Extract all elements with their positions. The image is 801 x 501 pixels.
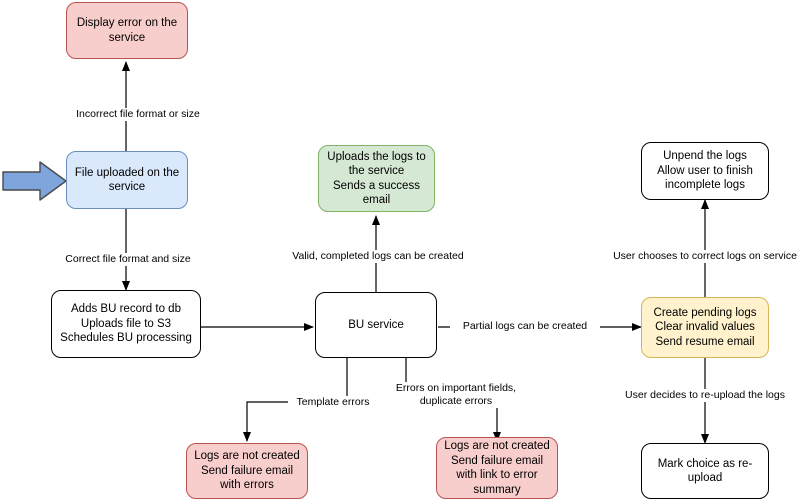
edge-label-important-errors: Errors on important fields, duplicate er… (392, 382, 520, 408)
node-unpend-logs[interactable]: Unpend the logs Allow user to finish inc… (641, 142, 769, 200)
node-display-error[interactable]: Display error on the service (66, 2, 188, 59)
edge-label-user-corrects: User chooses to correct logs on service (605, 250, 801, 263)
node-logs-not-created-link[interactable]: Logs are not created Send failure email … (436, 437, 558, 499)
node-logs-not-created-errors[interactable]: Logs are not created Send failure email … (186, 443, 308, 499)
node-adds-bu-record[interactable]: Adds BU record to db Uploads file to S3 … (51, 290, 201, 358)
node-uploads-logs[interactable]: Uploads the logs to the service Sends a … (318, 145, 435, 212)
node-mark-choice[interactable]: Mark choice as re- upload (641, 443, 769, 499)
node-create-pending-logs[interactable]: Create pending logs Clear invalid values… (641, 297, 769, 358)
node-file-uploaded[interactable]: File uploaded on the service (66, 151, 188, 209)
edge-label-incorrect-format: Incorrect file format or size (56, 108, 220, 121)
edge-label-user-reuploads: User decides to re-upload the logs (613, 389, 797, 402)
edge-label-valid-completed: Valid, completed logs can be created (279, 250, 477, 263)
edge-label-correct-format: Correct file format and size (46, 253, 210, 266)
node-bu-service[interactable]: BU service (315, 292, 437, 358)
edge-label-partial-logs: Partial logs can be created (450, 320, 600, 333)
edge-label-template-errors: Template errors (288, 396, 378, 409)
block-arrow-right-icon (2, 161, 67, 201)
